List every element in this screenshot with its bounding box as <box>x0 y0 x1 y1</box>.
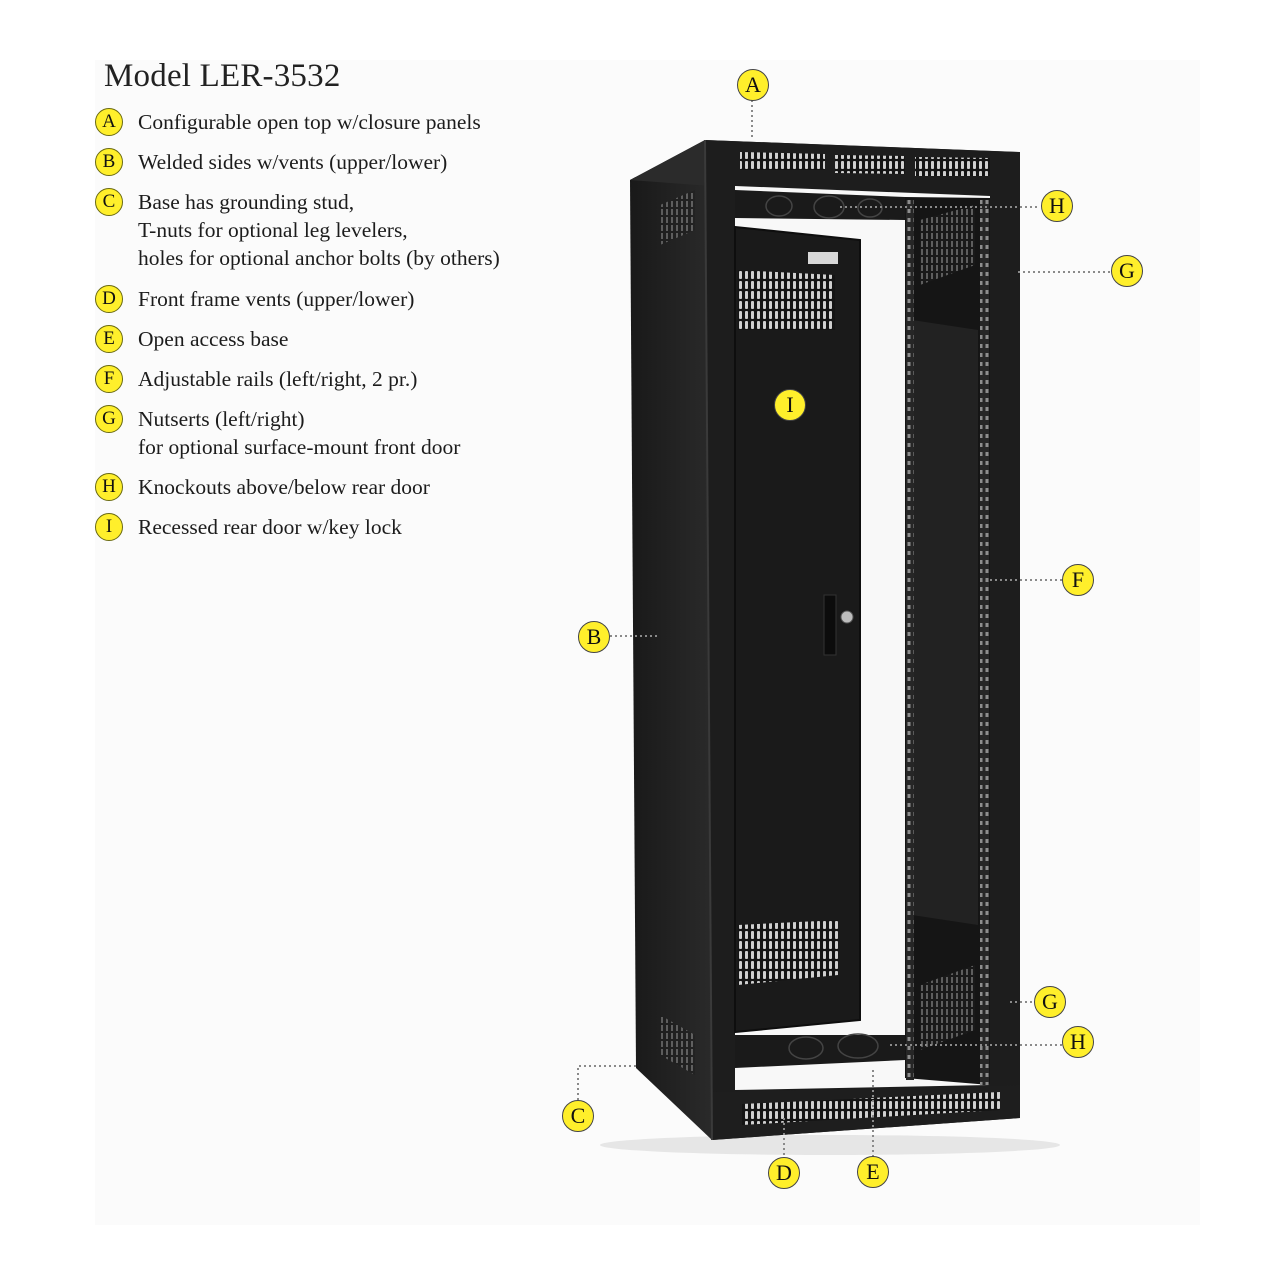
interior-right-wall <box>912 320 978 925</box>
legend-badge-d: D <box>95 285 123 313</box>
front-edge <box>704 139 713 1141</box>
rail-rear <box>906 200 914 1080</box>
legend-line: Base has grounding stud, <box>138 190 355 214</box>
knockout-hole <box>813 195 845 219</box>
door-vent-lower <box>738 920 838 985</box>
legend-item-b: B Welded sides w/vents (upper/lower) <box>95 148 447 176</box>
side-vent-lower <box>660 1015 695 1075</box>
legend-item-h: H Knockouts above/below rear door <box>95 473 430 501</box>
callout-g-top: G <box>1111 255 1143 287</box>
legend-badge-i: I <box>95 513 123 541</box>
left-side-panel <box>630 140 712 1140</box>
legend-badge-h: H <box>95 473 123 501</box>
callout-h-bottom: H <box>1062 1026 1094 1058</box>
callout-e: E <box>857 1156 889 1188</box>
callout-b: B <box>578 621 610 653</box>
legend-line: T-nuts for optional leg levelers, <box>138 218 408 242</box>
legend-line: holes for optional anchor bolts (by othe… <box>138 246 500 270</box>
leader-lines <box>577 100 1110 1158</box>
callout-c: C <box>562 1100 594 1132</box>
legend-badge-g: G <box>95 405 123 433</box>
interior-vent-upper <box>920 205 975 285</box>
top-vent-center <box>835 155 905 174</box>
top-vent-left <box>740 152 825 170</box>
callout-i: I <box>774 389 806 421</box>
legend-line: for optional surface-mount front door <box>138 435 461 459</box>
top-vent-right <box>915 157 990 176</box>
callout-d: D <box>768 1157 800 1189</box>
legend-text-f: Adjustable rails (left/right, 2 pr.) <box>138 365 417 393</box>
rear-door <box>734 225 861 1034</box>
key-lock-icon <box>840 610 854 624</box>
side-vent-upper <box>660 190 695 245</box>
knockout-hole <box>788 1036 824 1060</box>
knockout-hole <box>765 195 793 217</box>
callout-f: F <box>1062 564 1094 596</box>
bottom-knockout-panel <box>735 1035 905 1068</box>
legend-text-i: Recessed rear door w/key lock <box>138 513 402 541</box>
legend-item-i: I Recessed rear door w/key lock <box>95 513 402 541</box>
callout-a: A <box>737 69 769 101</box>
legend-item-a: A Configurable open top w/closure panels <box>95 108 481 136</box>
legend-line: Knockouts above/below rear door <box>138 475 430 499</box>
legend-text-c: Base has grounding stud, T-nuts for opti… <box>138 188 500 272</box>
legend-badge-c: C <box>95 188 123 216</box>
base-vent <box>742 1092 1000 1125</box>
legend-text-e: Open access base <box>138 325 288 353</box>
legend-badge-e: E <box>95 325 123 353</box>
legend-item-c: C Base has grounding stud, T-nuts for op… <box>95 188 500 272</box>
callout-h-top: H <box>1041 190 1073 222</box>
legend-badge-a: A <box>95 108 123 136</box>
page-title: Model LER-3532 <box>104 58 341 94</box>
legend-badge-b: B <box>95 148 123 176</box>
legend-line: Front frame vents (upper/lower) <box>138 287 415 311</box>
legend-item-f: F Adjustable rails (left/right, 2 pr.) <box>95 365 417 393</box>
floor-shadow <box>600 1135 1060 1155</box>
legend-item-e: E Open access base <box>95 325 288 353</box>
legend-text-d: Front frame vents (upper/lower) <box>138 285 414 313</box>
rail-front <box>980 200 989 1085</box>
legend-line: Configurable open top w/closure panels <box>138 110 481 134</box>
legend-badge-f: F <box>95 365 123 393</box>
legend-item-g: G Nutserts (left/right) for optional sur… <box>95 405 460 461</box>
legend-item-d: D Front frame vents (upper/lower) <box>95 285 414 313</box>
leader-c <box>577 1065 636 1100</box>
legend-text-h: Knockouts above/below rear door <box>138 473 430 501</box>
top-knockout-panel <box>735 190 905 220</box>
legend-line: Recessed rear door w/key lock <box>138 515 402 539</box>
door-handle <box>823 594 837 656</box>
legend-text-g: Nutserts (left/right) for optional surfa… <box>138 405 460 461</box>
knockout-hole <box>837 1033 879 1059</box>
legend-line: Open access base <box>138 327 289 351</box>
door-label-plate <box>808 252 838 264</box>
legend-line: Welded sides w/vents (upper/lower) <box>138 150 448 174</box>
callout-g-bottom: G <box>1034 986 1066 1018</box>
legend-text-a: Configurable open top w/closure panels <box>138 108 481 136</box>
interior-vent-lower <box>920 965 975 1050</box>
legend-text-b: Welded sides w/vents (upper/lower) <box>138 148 447 176</box>
legend-line: Nutserts (left/right) <box>138 407 305 431</box>
legend-line: Adjustable rails (left/right, 2 pr.) <box>138 367 418 391</box>
door-vent-upper <box>738 270 835 330</box>
